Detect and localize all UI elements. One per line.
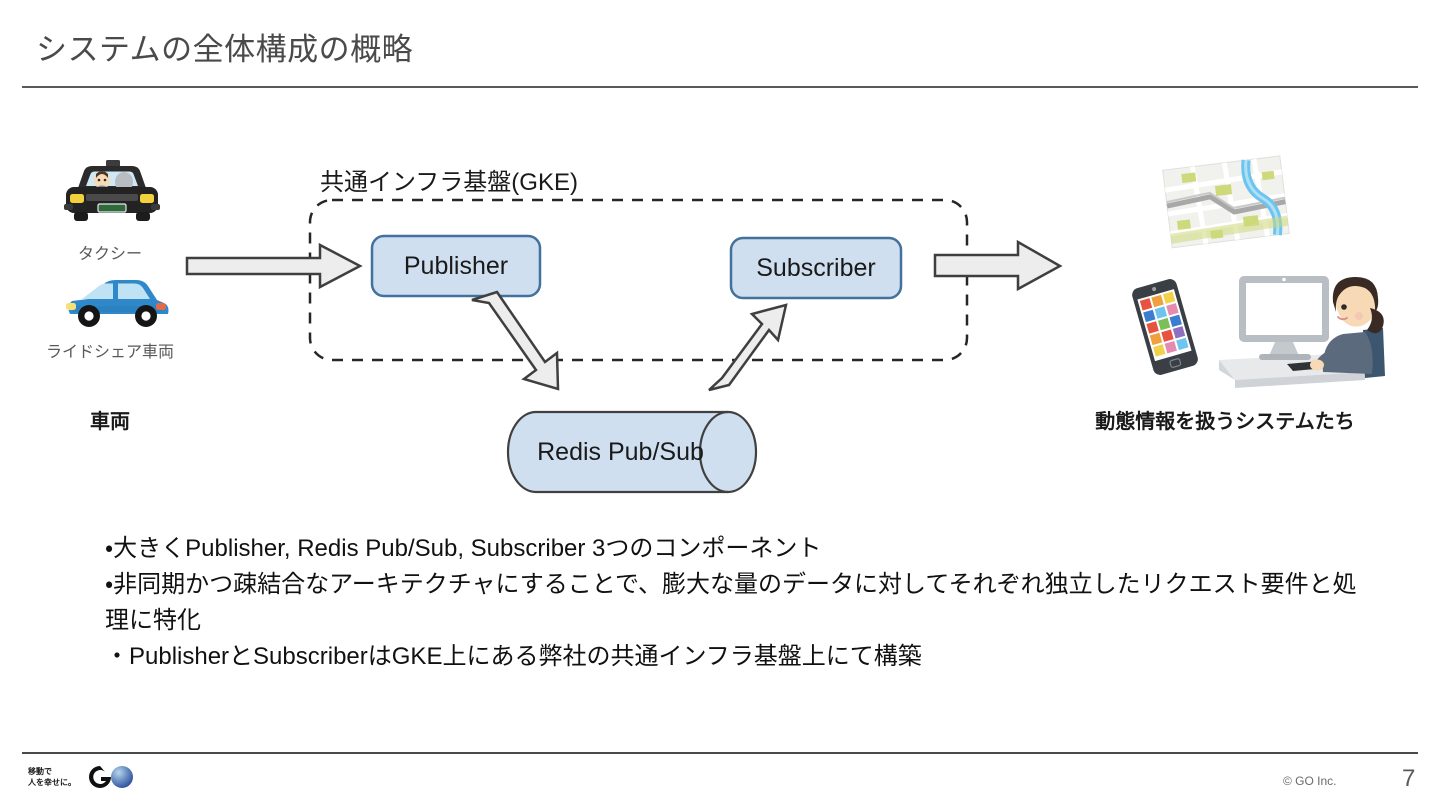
logo-tagline-line1: 移動で [28, 767, 52, 776]
copyright-notice: © GO Inc. [1283, 774, 1337, 788]
title-divider [22, 86, 1418, 88]
go-logo-icon [89, 766, 133, 788]
page-title: システムの全体構成の概略 [36, 32, 414, 67]
bullet-item: ・非同期かつ疎結合なアーキテクチャにすることで、膨大な量のデータに対してそれぞれ… [105, 571, 1357, 634]
taxi-label: タクシー [77, 246, 142, 263]
arrow-vehicles-to-publisher [185, 242, 363, 290]
publisher-node[interactable] [370, 234, 542, 298]
brand-logo: 移動で 人を幸せに。 [28, 762, 140, 792]
body-bullet-list: ・大きくPublisher, Redis Pub/Sub, Subscriber… [105, 531, 1365, 675]
rideshare-label: ライドシェア車両 [45, 344, 174, 361]
subscriber-node[interactable] [729, 236, 903, 300]
bullet-item: ・大きくPublisher, Redis Pub/Sub, Subscriber… [105, 535, 822, 562]
taxi-icon [64, 160, 160, 221]
page-number: 7 [1402, 765, 1416, 792]
bullet-item: ・PublisherとSubscriberはGKE上にある弊社の共通インフラ基盤… [105, 643, 922, 670]
arrow-redis-to-subscriber [708, 303, 788, 392]
systems-group-heading: 動態情報を扱うシステムたち [1095, 411, 1355, 433]
arrow-subscriber-to-systems [933, 239, 1063, 292]
gke-boundary-label: 共通インフラ基盤(GKE) [320, 169, 578, 196]
map-icon [1162, 155, 1290, 249]
logo-tagline-line2: 人を幸せに。 [28, 778, 76, 787]
footer-divider [22, 752, 1418, 754]
architecture-diagram: 共通インフラ基盤(GKE) Publisher Subscriber Redis… [0, 100, 1440, 520]
redis-cylinder-node[interactable] [506, 410, 758, 494]
arrow-publisher-to-redis [471, 290, 560, 391]
smartphone-icon [1132, 279, 1198, 375]
vehicles-group-heading: 車両 [90, 411, 130, 433]
person-at-computer-icon [1219, 276, 1385, 388]
gke-boundary-box [308, 198, 969, 362]
logo-tagline: 移動で 人を幸せに。 [28, 766, 76, 788]
rideshare-car-icon [66, 280, 169, 327]
diagram-canvas [185, 198, 1063, 494]
